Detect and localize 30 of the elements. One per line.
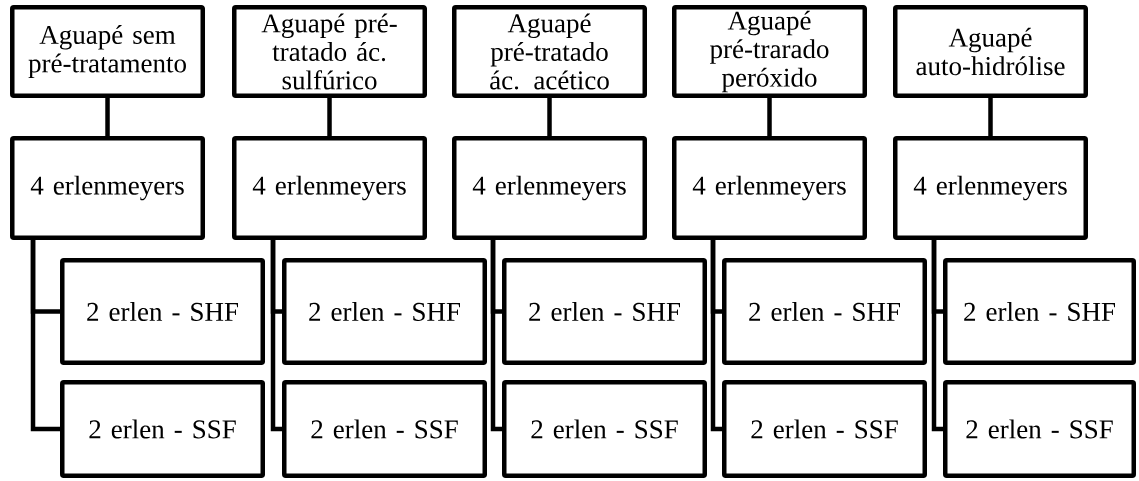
process-box: 2 erlen - SSF (943, 380, 1136, 478)
process-box: 4 erlenmeyers (672, 136, 867, 240)
connector-line (767, 98, 772, 136)
process-box: Aguapé sem pré-tratamento (10, 5, 205, 98)
connector-line (270, 240, 282, 432)
process-box: 2 erlen - SSF (502, 380, 707, 478)
connector-line (490, 240, 502, 432)
process-box: 4 erlenmeyers (232, 136, 427, 240)
process-box: 4 erlenmeyers (10, 136, 205, 240)
process-box: Aguapé pré-trarado peróxido (672, 5, 867, 98)
process-box: 4 erlenmeyers (452, 136, 647, 240)
process-box: Aguapé pré-tratado ác. sulfúrico (232, 5, 427, 98)
process-box: 2 erlen - SHF (943, 258, 1136, 365)
connector-line (327, 98, 332, 136)
process-box: 2 erlen - SHF (60, 258, 265, 365)
process-box: 2 erlen - SHF (282, 258, 487, 365)
process-box: 2 erlen - SHF (502, 258, 707, 365)
connector-line (547, 98, 552, 136)
process-box: 4 erlenmeyers (893, 136, 1088, 240)
process-box: 2 erlen - SSF (60, 380, 265, 478)
process-box: 2 erlen - SHF (722, 258, 927, 365)
connector-line (931, 240, 943, 432)
process-box: 2 erlen - SSF (722, 380, 927, 478)
connector-line (30, 240, 60, 432)
connector-line (710, 240, 722, 432)
connector-line (988, 98, 993, 136)
process-box: Aguapé auto-hidrólise (893, 5, 1088, 98)
process-box: 2 erlen - SSF (282, 380, 487, 478)
process-box: Aguapé pré-tratado ác. acético (452, 5, 647, 98)
connector-line (105, 98, 110, 136)
